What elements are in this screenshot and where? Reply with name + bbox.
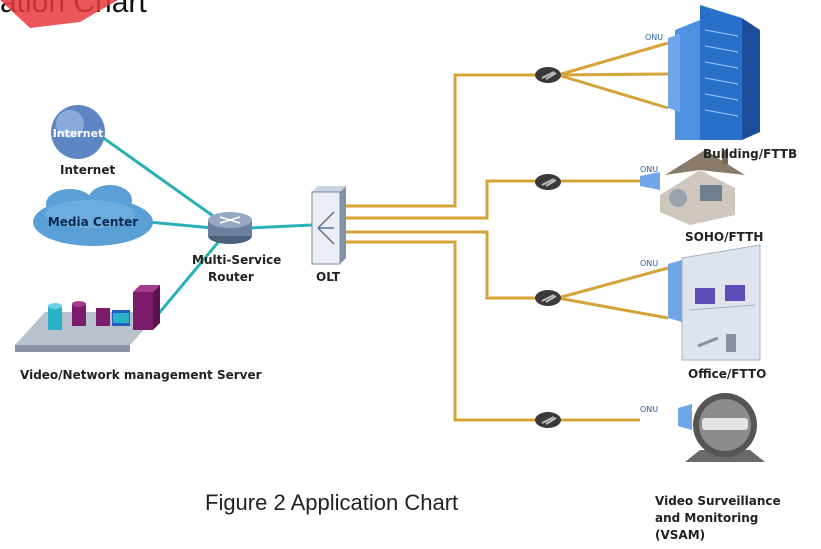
figure-caption: Figure 2 Application Chart bbox=[205, 490, 459, 515]
vsam-label-line-1: Video Surveillance bbox=[655, 494, 781, 508]
onu-label: ONU bbox=[640, 165, 658, 174]
server-link bbox=[153, 227, 232, 319]
internet-globe-icon: Internet bbox=[51, 105, 105, 159]
splitter-icon bbox=[535, 67, 561, 83]
uplink-lines bbox=[94, 130, 313, 319]
router-label-line-2: Router bbox=[208, 270, 254, 284]
internet-label: Internet bbox=[60, 163, 116, 177]
split-office-2 bbox=[557, 296, 669, 320]
camera-dome-icon bbox=[685, 393, 765, 462]
vsam-label-line-3: (VSAM) bbox=[655, 528, 706, 542]
onu-device-soho: ONU bbox=[640, 165, 660, 190]
media-center-label: Media Center bbox=[48, 215, 138, 229]
fiber-vsam bbox=[345, 240, 640, 422]
house-icon bbox=[660, 150, 745, 225]
server-label: Video/Network management Server bbox=[20, 368, 262, 382]
office-label: Office/FTTO bbox=[688, 367, 767, 381]
server-rack-icon bbox=[15, 285, 160, 352]
building-icon bbox=[675, 5, 760, 140]
router-icon bbox=[208, 212, 252, 244]
onu-label: ONU bbox=[645, 33, 663, 42]
fiber-soho bbox=[345, 179, 640, 220]
split-building-3 bbox=[557, 73, 669, 110]
onu-device-building: ONU bbox=[645, 33, 680, 112]
split-office-1 bbox=[557, 266, 669, 300]
fiber-lines bbox=[345, 41, 669, 422]
splitter-icon bbox=[535, 290, 561, 306]
splitter-icon bbox=[535, 412, 561, 428]
building-label: Building/FTTB bbox=[703, 147, 798, 161]
onu-label: ONU bbox=[640, 259, 658, 268]
splitter-icon bbox=[535, 174, 561, 190]
olt-label: OLT bbox=[316, 270, 341, 284]
media-center-link bbox=[147, 220, 214, 230]
accent-stroke bbox=[0, 0, 118, 28]
onu-device-office: ONU bbox=[640, 259, 682, 322]
onu-devices: ONU ONU ONU ONU bbox=[640, 33, 692, 430]
olt-icon bbox=[311, 186, 346, 265]
soho-label: SOHO/FTTH bbox=[685, 230, 764, 244]
onu-label: ONU bbox=[640, 405, 658, 414]
router-label-line-1: Multi-Service bbox=[192, 253, 282, 267]
internet-globe-text: Internet bbox=[53, 127, 104, 140]
split-building-1 bbox=[557, 41, 669, 77]
vsam-label: Video Surveillance and Monitoring (VSAM) bbox=[655, 493, 781, 544]
fiber-building bbox=[345, 73, 545, 208]
onu-device-vsam: ONU bbox=[640, 404, 692, 430]
internet-link bbox=[94, 130, 231, 230]
splitter-icons bbox=[535, 67, 561, 428]
media-center-cloud-icon: Media Center bbox=[33, 185, 153, 246]
split-building-2 bbox=[557, 72, 669, 77]
fiber-office bbox=[345, 230, 545, 300]
office-icon bbox=[681, 244, 761, 361]
router-label: Multi-Service Router bbox=[192, 252, 281, 286]
router-olt-link bbox=[249, 223, 313, 230]
vsam-label-line-2: and Monitoring bbox=[655, 511, 759, 525]
